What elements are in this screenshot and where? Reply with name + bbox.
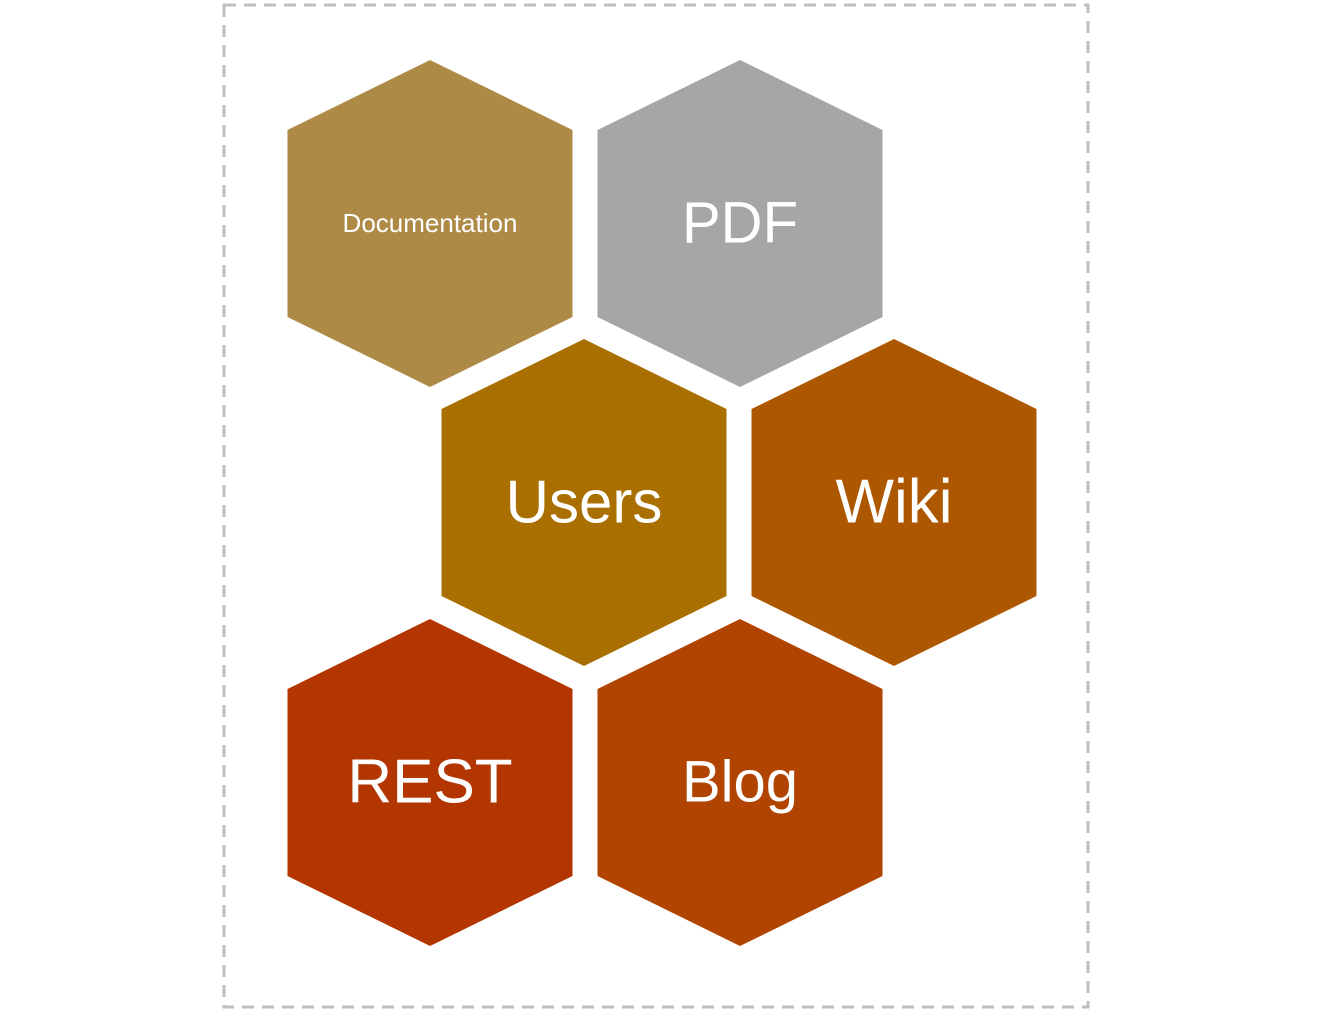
hexagon-shape [597, 60, 883, 387]
hexagon-label: Users [506, 469, 663, 536]
hexagon-shape [287, 619, 573, 946]
hexagon-shape [287, 60, 573, 387]
hexagon-pdf: PDF [597, 60, 883, 387]
hexagon-shape [441, 339, 727, 666]
hexagon-label: Blog [682, 750, 798, 815]
hexagon-documentation: Documentation [287, 60, 573, 387]
dashed-frame [222, 3, 1090, 1009]
hexagon-shape [597, 619, 883, 946]
hexagon-blog: Blog [597, 619, 883, 946]
hexagon-label: PDF [682, 191, 798, 256]
hexagon-wiki: Wiki [751, 339, 1037, 666]
hexagon-rest: REST [287, 619, 573, 946]
hexagon-users: Users [441, 339, 727, 666]
hexagon-label: Wiki [835, 468, 952, 537]
hexagon-label: Documentation [343, 208, 518, 238]
hexagon-label: REST [347, 748, 512, 817]
hexagon-shape [751, 339, 1037, 666]
